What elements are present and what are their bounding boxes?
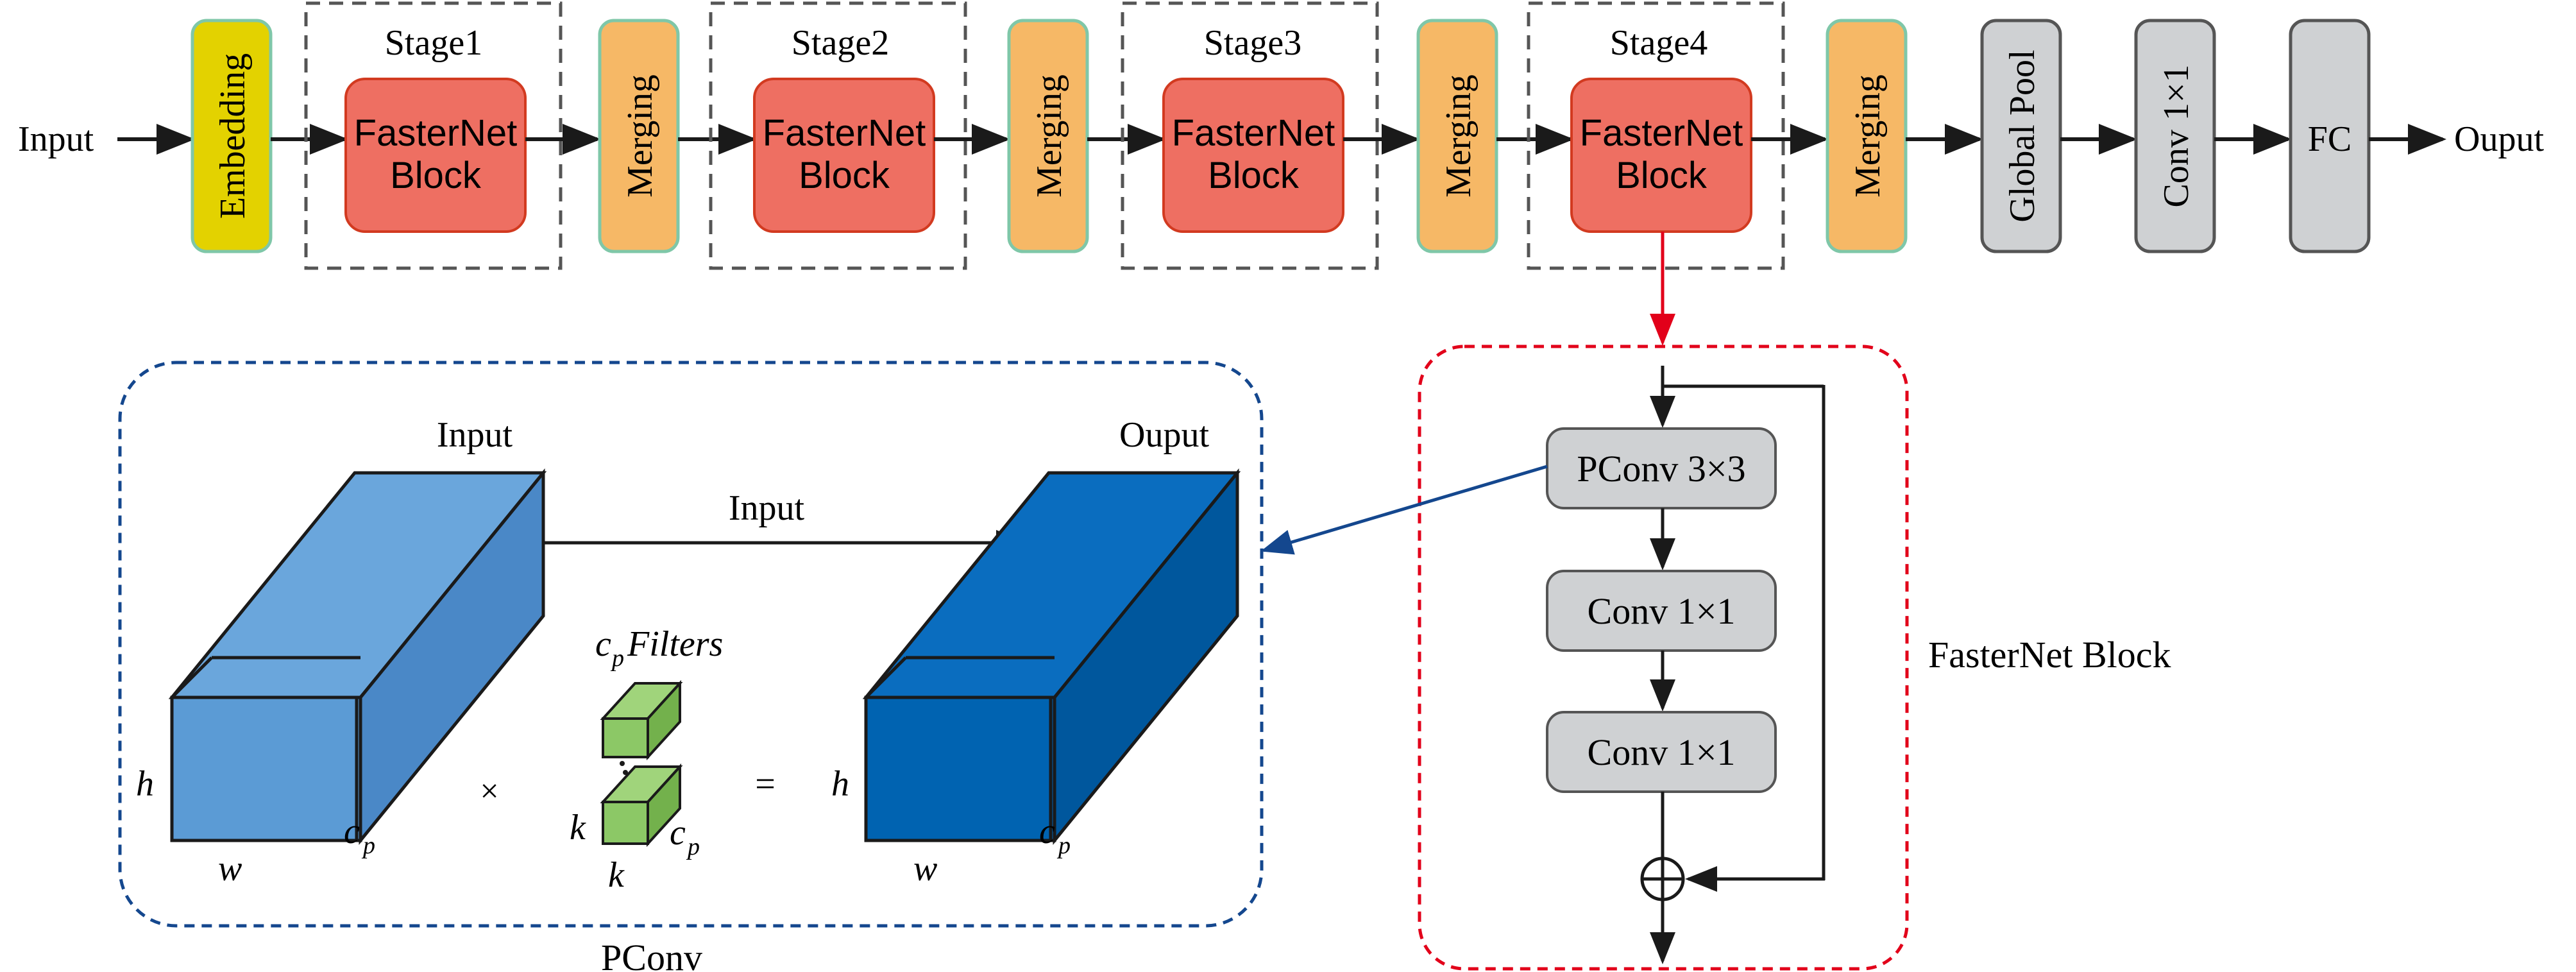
stage3-frame (1121, 1, 1379, 270)
stage1-frame (304, 1, 563, 270)
merging-box-3 (1416, 19, 1498, 253)
stage2-block-line2: Block (799, 155, 890, 196)
merging-box-1 (598, 19, 680, 253)
stage2-fasternet-block (753, 78, 935, 233)
pipeline: Input Embedding Stage1 FasterNet Block M… (18, 1, 2544, 270)
merging-label-4: Merging (1848, 74, 1888, 198)
block-detail-frame (1418, 345, 1909, 971)
merging-box-4 (1826, 19, 1908, 253)
svg-text:c: c (1039, 812, 1055, 851)
merging-box-2 (1007, 19, 1089, 253)
stage1-fasternet-block (344, 78, 527, 233)
output-h-label: h (831, 764, 849, 804)
pipeline-input-label: Input (18, 119, 94, 159)
svg-text:p: p (686, 833, 700, 860)
global-pool-box (1980, 19, 2062, 253)
input-w-label: w (218, 849, 242, 889)
svg-text:p: p (610, 645, 624, 672)
output-tensor-label: Ouput (1119, 415, 1209, 455)
stage4-block-line1: FasterNet (1580, 112, 1743, 154)
filters-label: c p Filters (595, 624, 723, 672)
stage2-block-line1: FasterNet (763, 112, 926, 154)
stage3-fasternet-block (1162, 78, 1344, 233)
embedding-box (191, 19, 273, 253)
conv1x1-a-label: Conv 1×1 (1588, 590, 1736, 632)
output-w-label: w (913, 849, 937, 889)
stage2-frame (709, 1, 967, 270)
add-operator-icon (1640, 857, 1685, 901)
svg-text:Filters: Filters (627, 624, 723, 664)
output-cp-label: c p (1039, 812, 1071, 859)
equals-sign: = (755, 764, 775, 804)
merging-label-2: Merging (1030, 74, 1069, 198)
fc-label: FC (2308, 119, 2352, 159)
svg-text:c: c (344, 812, 360, 851)
block-detail-caption: FasterNet Block (1928, 634, 2171, 676)
input-tensor-label: Input (437, 415, 513, 455)
filter-cube-top (600, 679, 683, 761)
pconv-panel-caption: PConv (601, 937, 702, 972)
input-cp-label: c p (344, 812, 375, 859)
filter-cp-label: c p (670, 813, 700, 860)
stage3-title: Stage3 (1204, 23, 1301, 63)
navy-expand-arrow (1260, 465, 1548, 555)
stage4-title: Stage4 (1610, 23, 1707, 63)
fc-box (2289, 19, 2371, 253)
embedding-label: Embedding (213, 53, 253, 219)
pconv-panel: PConv Input h w c p Input c p Filters (118, 361, 1264, 972)
pipeline-output-label: Ouput (2454, 119, 2544, 159)
times-sign: × (480, 773, 498, 810)
output-tensor-cuboid (862, 468, 1241, 846)
input-h-label: h (136, 764, 154, 804)
fasternet-block-detail: PConv 3×3 Conv 1×1 Conv 1×1 FasterNet Bl… (1418, 345, 2171, 971)
filter-k-bottom-label: k (608, 855, 625, 895)
conv1x1-head-label: Conv 1×1 (2157, 65, 2196, 208)
filter-cube-bottom (600, 763, 683, 848)
stage2-title: Stage2 (792, 23, 889, 63)
filter-k-side-label: k (570, 808, 586, 848)
stage4-block-line2: Block (1616, 155, 1707, 196)
stage1-title: Stage1 (385, 23, 482, 63)
pconv-panel-frame (118, 361, 1264, 928)
pconv3x3-label: PConv 3×3 (1577, 448, 1745, 490)
merging-label-3: Merging (1439, 74, 1479, 198)
global-pool-label: Global Pool (2003, 49, 2042, 222)
svg-text:p: p (361, 832, 375, 859)
stage1-block-line1: FasterNet (354, 112, 518, 154)
svg-text:p: p (1056, 832, 1071, 859)
svg-text:c: c (670, 813, 686, 853)
stage3-block-line2: Block (1208, 155, 1300, 196)
conv1x1-b-label: Conv 1×1 (1588, 731, 1736, 773)
stage1-block-line2: Block (390, 155, 482, 196)
conv1x1-head-box (2134, 19, 2216, 253)
merging-label-1: Merging (620, 74, 660, 198)
stage4-frame (1527, 1, 1785, 270)
svg-text:c: c (595, 624, 611, 664)
stage3-block-line1: FasterNet (1172, 112, 1335, 154)
pconv-arrow-label: Input (729, 488, 805, 528)
input-tensor-cuboid (168, 468, 547, 846)
